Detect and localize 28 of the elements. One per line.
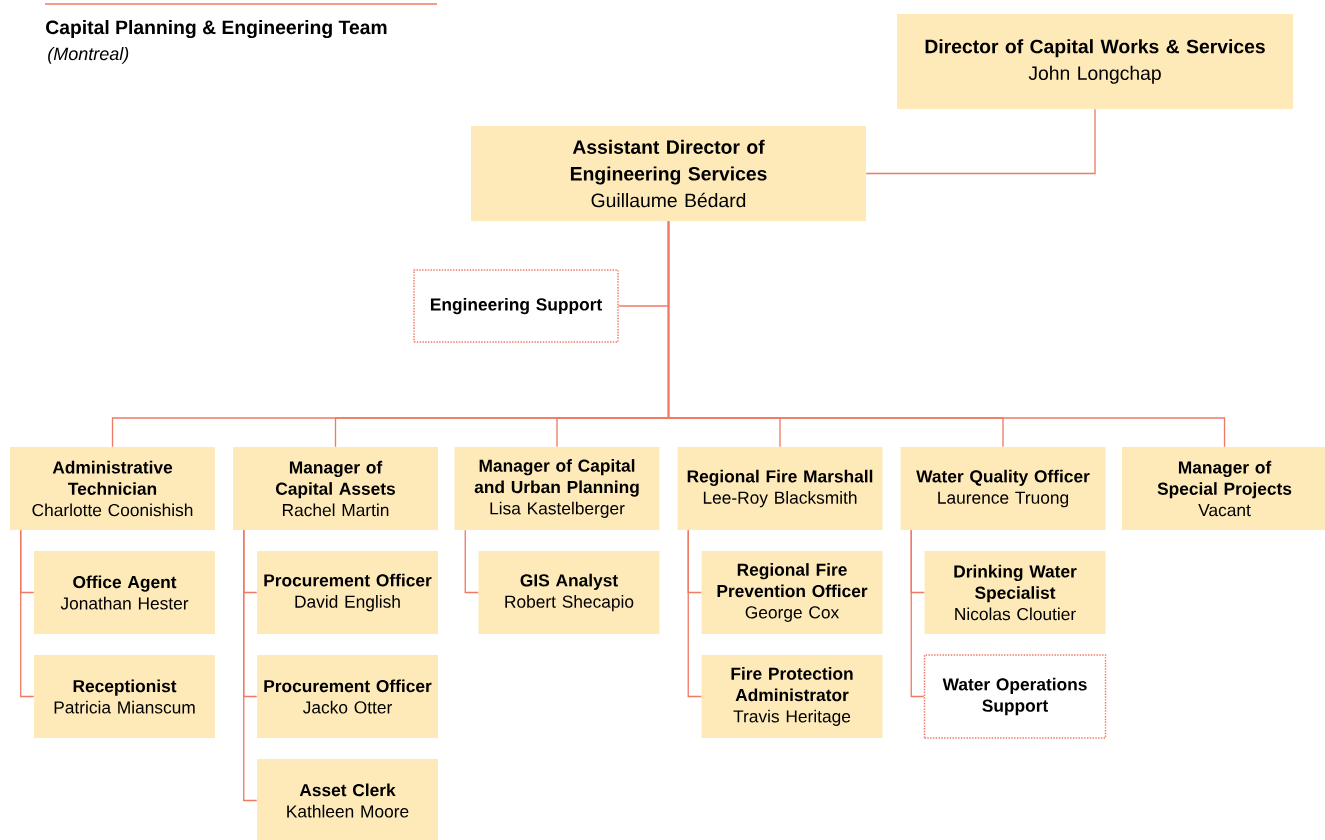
- role-box: Regional Fire Marshall Lee-Roy Blacksmith: [677, 447, 883, 530]
- subtitle: (Montreal): [48, 46, 129, 64]
- role-box: Procurement Officer Jacko Otter: [257, 655, 438, 738]
- role-box: Administrative Technician Charlotte Coonishish: [10, 447, 215, 530]
- role-box: Manager of Capital Assets Rachel Martin: [233, 447, 438, 530]
- role-box: Water Quality Officer Laurence Truong: [900, 447, 1106, 530]
- connector-line: [464, 529, 479, 594]
- role-box: Fire Protection Administrator Travis Heritage: [701, 655, 883, 738]
- connector-line: [865, 108, 1096, 175]
- role-box: Receptionist Patricia Mianscum: [34, 655, 215, 738]
- role-box: GIS Analyst Robert Shecapio: [478, 551, 660, 634]
- role-box: Asset Clerk Kathleen Moore: [257, 759, 438, 840]
- role-box: Office Agent Jonathan Hester: [34, 551, 215, 634]
- support-box: Water Operations Support: [923, 654, 1107, 739]
- connector-line: [910, 529, 925, 698]
- role-box: Assistant Director of Engineering Services Guillaume Bédard: [471, 126, 866, 221]
- role-box: Regional Fire Prevention Officer George Cox: [701, 551, 883, 634]
- role-box: Director of Capital Works & Services John Longchap: [897, 14, 1293, 109]
- connector-line: [667, 220, 1226, 448]
- role-box: Drinking Water Specialist Nicolas Cloutier: [924, 551, 1106, 634]
- connector-line: [687, 529, 702, 698]
- connector-line: [243, 529, 258, 802]
- role-box: Procurement Officer David English: [257, 551, 438, 634]
- connector-line: [20, 529, 35, 698]
- support-box: Engineering Support: [413, 269, 619, 343]
- role-box: Manager of Capital and Urban Planning Lisa Kastelberger: [454, 447, 660, 530]
- title: Capital Planning & Engineering Team: [46, 20, 387, 39]
- role-box: Manager of Special Projects Vacant: [1122, 447, 1325, 530]
